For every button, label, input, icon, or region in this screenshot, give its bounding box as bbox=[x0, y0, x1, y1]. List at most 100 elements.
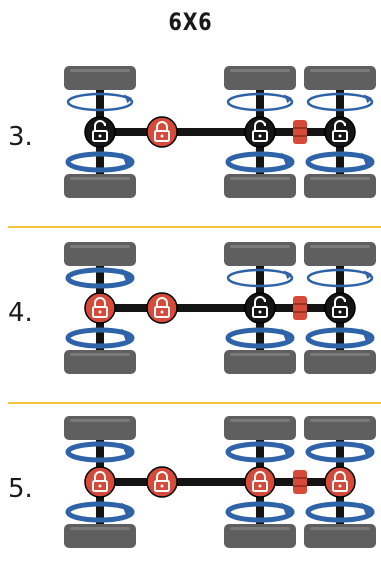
lock-icon-4-unlocked bbox=[324, 292, 356, 324]
rotation-arrow-bottom-2-head bbox=[281, 152, 292, 167]
rotation-arrow-bottom-1-head bbox=[121, 502, 132, 517]
tandem-coupler bbox=[293, 120, 307, 144]
lock-icon-3-unlocked-keyhole bbox=[258, 134, 262, 138]
lock-icon-1-locked-body bbox=[92, 480, 108, 492]
rotation-arrow-bottom-3 bbox=[305, 501, 375, 523]
lock-icon-4-unlocked-body bbox=[332, 130, 348, 142]
lock-icon-1-locked bbox=[84, 466, 116, 498]
tire-bottom-3-tread bbox=[310, 527, 370, 530]
lock-icon-1-locked-keyhole bbox=[98, 484, 102, 488]
lock-icon-4-unlocked-keyhole bbox=[338, 310, 342, 314]
rotation-arrow-bottom-2 bbox=[225, 151, 295, 173]
lock-icon-2-locked-body bbox=[154, 480, 170, 492]
lock-icon-4-unlocked-body bbox=[332, 306, 348, 318]
rotation-arrow-bottom-3-head bbox=[361, 152, 372, 167]
rotation-arrow-bottom-3-ring bbox=[305, 327, 375, 349]
rotation-arrow-top-1 bbox=[66, 92, 134, 112]
lock-icon-2-locked-shackle bbox=[156, 471, 168, 481]
driveshaft bbox=[100, 128, 340, 136]
rotation-arrow-top-3-ring bbox=[306, 268, 374, 288]
lock-icon-2-locked-shackle bbox=[156, 121, 168, 131]
tire-bottom-1-tread bbox=[70, 527, 130, 530]
tire-top-3-tread bbox=[310, 419, 370, 422]
rotation-arrow-top-2-head bbox=[281, 442, 292, 457]
lock-icon-1-locked-keyhole bbox=[98, 310, 102, 314]
rotation-arrow-top-2-head bbox=[284, 270, 292, 280]
rotation-arrow-top-3-head bbox=[364, 94, 372, 104]
lock-icon-4-unlocked-shackle bbox=[334, 296, 346, 307]
lock-icon-3-locked-body bbox=[252, 480, 268, 492]
lock-icon-4-unlocked bbox=[324, 116, 356, 148]
tire-bottom-1-tread bbox=[70, 177, 130, 180]
rotation-arrow-top-1-ring bbox=[65, 267, 135, 289]
tire-bottom-2-tread bbox=[230, 527, 290, 530]
tire-top-3-tread bbox=[310, 69, 370, 72]
rotation-arrow-bottom-2-head bbox=[281, 502, 292, 517]
rotation-arrow-top-3-head bbox=[364, 270, 372, 280]
lock-icon-2-locked bbox=[146, 466, 178, 498]
rotation-arrow-bottom-1 bbox=[65, 151, 135, 173]
lock-icon-4-locked-shackle bbox=[334, 471, 346, 481]
rotation-arrow-bottom-3-ring bbox=[305, 501, 375, 523]
drivetrain-row-4 bbox=[64, 242, 376, 374]
rotation-arrow-top-3 bbox=[306, 268, 374, 288]
rotation-arrow-bottom-2-ring bbox=[225, 501, 295, 523]
lock-icon-4-locked-body bbox=[332, 480, 348, 492]
rotation-arrow-bottom-2-ring bbox=[225, 151, 295, 173]
lock-icon-3-unlocked-shackle bbox=[254, 120, 266, 131]
lock-icon-1-locked bbox=[84, 292, 116, 324]
lock-icon-3-unlocked-keyhole bbox=[258, 310, 262, 314]
lock-icon-3-locked-keyhole bbox=[258, 484, 262, 488]
rotation-arrow-bottom-1-ring bbox=[65, 327, 135, 349]
tire-top-1-tread bbox=[70, 69, 130, 72]
rotation-arrow-bottom-1-head bbox=[121, 152, 132, 167]
tire-bottom-3-tread bbox=[310, 353, 370, 356]
lock-icon-3-unlocked bbox=[244, 116, 276, 148]
tire-bottom-1-tread bbox=[70, 353, 130, 356]
lock-icon-3-locked bbox=[244, 466, 276, 498]
rotation-arrow-top-1 bbox=[65, 267, 135, 289]
rotation-arrow-top-1-ring bbox=[66, 92, 134, 112]
tandem-coupler-body bbox=[293, 470, 307, 494]
driveshaft bbox=[100, 478, 340, 486]
rotation-arrow-top-1-head bbox=[121, 268, 132, 283]
tire-bottom-2-tread bbox=[230, 353, 290, 356]
lock-icon-3-locked-shackle bbox=[254, 471, 266, 481]
rotation-arrow-top-1-head bbox=[124, 94, 132, 104]
rotation-arrow-top-1 bbox=[65, 441, 135, 463]
rotation-arrow-bottom-1-head bbox=[121, 328, 132, 343]
rotation-arrow-top-3-head bbox=[361, 442, 372, 457]
lock-icon-1-unlocked bbox=[84, 116, 116, 148]
row-divider-1 bbox=[8, 226, 381, 228]
lock-icon-2-locked-keyhole bbox=[160, 484, 164, 488]
rotation-arrow-bottom-1 bbox=[65, 327, 135, 349]
rotation-arrow-bottom-3 bbox=[305, 327, 375, 349]
rotation-arrow-top-2-head bbox=[284, 94, 292, 104]
tire-top-2-tread bbox=[230, 245, 290, 248]
rotation-arrow-bottom-2-ring bbox=[225, 327, 295, 349]
rotation-arrow-top-1-head bbox=[121, 442, 132, 457]
tandem-coupler bbox=[293, 296, 307, 320]
rotation-arrow-top-2 bbox=[225, 441, 295, 463]
lock-icon-3-unlocked-body bbox=[252, 130, 268, 142]
row-label-5: 5. bbox=[8, 474, 33, 504]
rotation-arrow-bottom-1-ring bbox=[65, 501, 135, 523]
rotation-arrow-top-3-ring bbox=[306, 92, 374, 112]
row-divider-2 bbox=[8, 402, 381, 404]
lock-icon-2-locked-shackle bbox=[156, 297, 168, 307]
rotation-arrow-bottom-3-head bbox=[361, 502, 372, 517]
lock-icon-2-locked bbox=[146, 116, 178, 148]
lock-icon-1-locked-shackle bbox=[94, 471, 106, 481]
rotation-arrow-bottom-3 bbox=[305, 151, 375, 173]
diagram-title: 6X6 bbox=[168, 8, 213, 36]
tire-top-2-tread bbox=[230, 69, 290, 72]
tire-top-1-tread bbox=[70, 419, 130, 422]
lock-icon-4-unlocked-shackle bbox=[334, 120, 346, 131]
lock-icon-1-unlocked-keyhole bbox=[98, 134, 102, 138]
tire-bottom-2-tread bbox=[230, 177, 290, 180]
driveshaft bbox=[100, 304, 340, 312]
tire-top-1-tread bbox=[70, 245, 130, 248]
lock-icon-2-locked-keyhole bbox=[160, 134, 164, 138]
tire-top-2-tread bbox=[230, 419, 290, 422]
